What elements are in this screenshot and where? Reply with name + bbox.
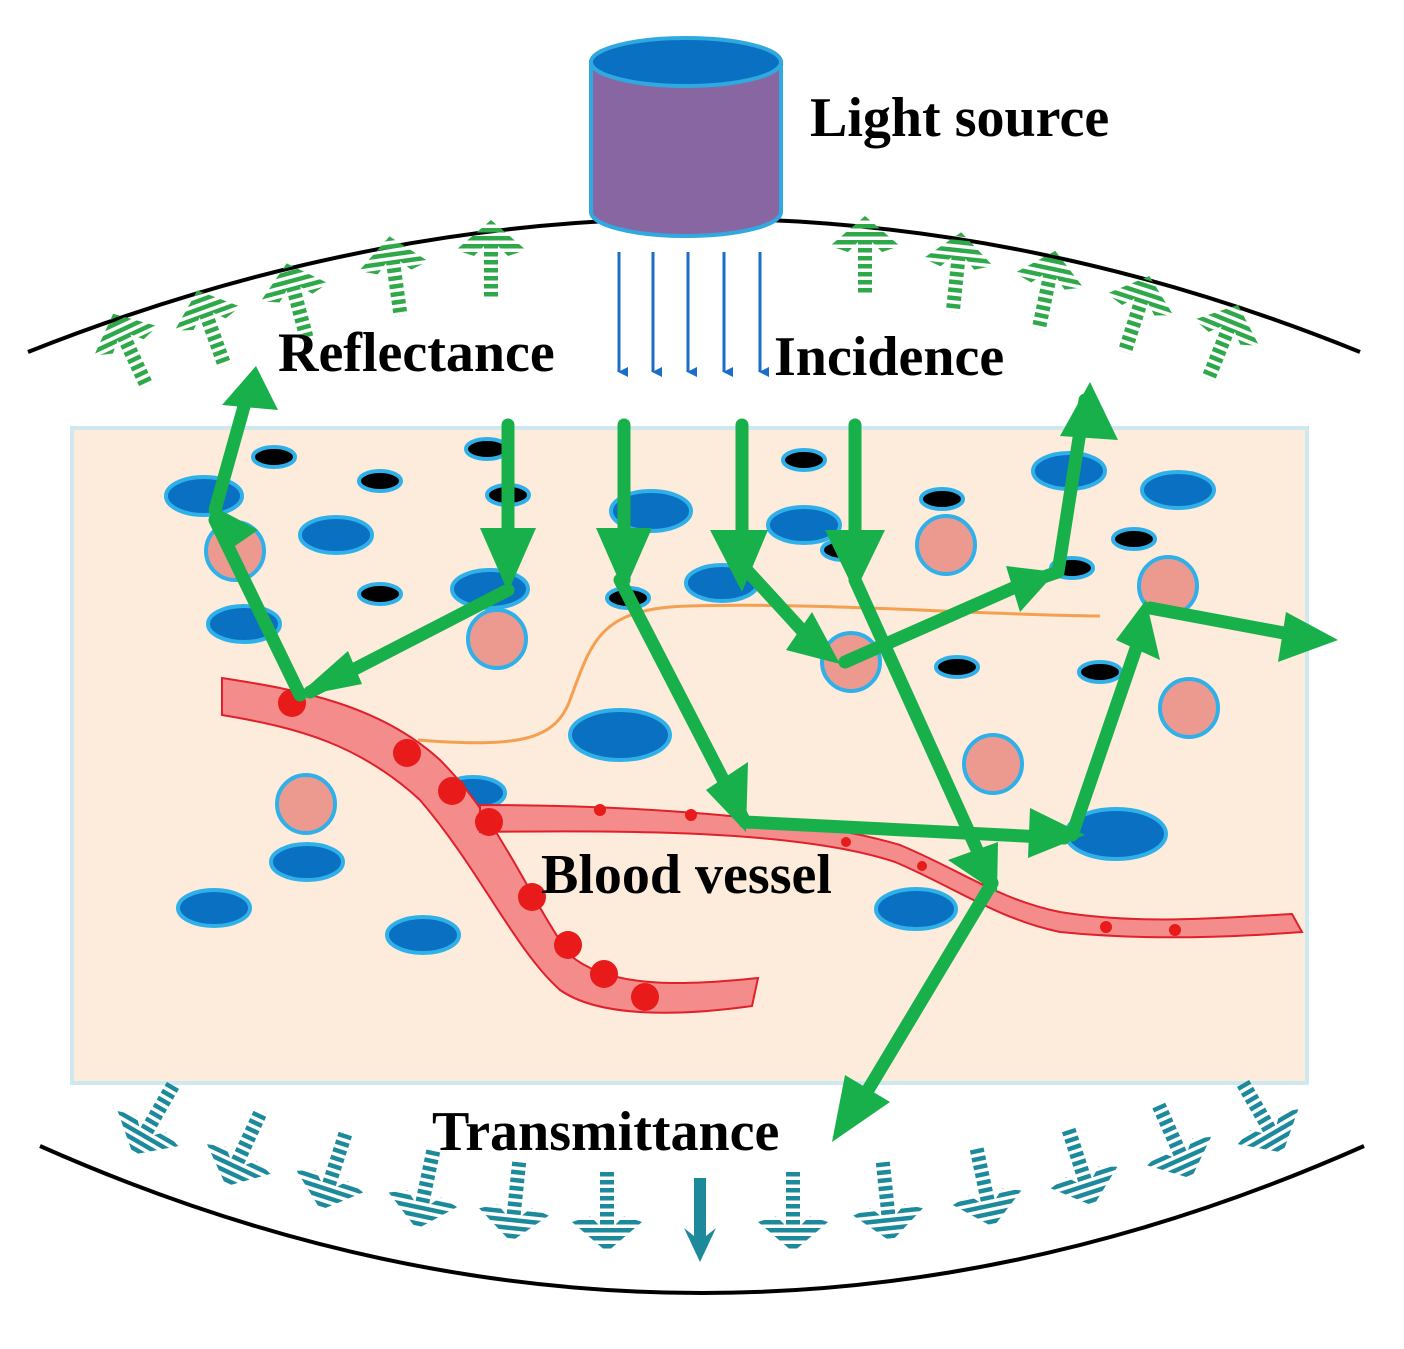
reflect-arrow-icon [164, 278, 258, 378]
blood-vessel-main [221, 676, 760, 1014]
transmit-arrow-solid-icon [684, 1178, 716, 1262]
transmit-arrow-icon [942, 1141, 1028, 1235]
light-source [589, 36, 783, 238]
arrowhead-icon [1006, 566, 1056, 612]
blood-vessel-label: Blood vessel [541, 844, 832, 906]
arrowhead-icon [948, 842, 998, 893]
arrowhead-icon [786, 612, 840, 664]
transmit-arrow-icon [848, 1158, 926, 1246]
transmit-arrow-icon [476, 1158, 554, 1246]
transmit-arrow-icon [1126, 1091, 1224, 1193]
reflect-arrow-icon [354, 231, 436, 321]
reflected-light-arrows [81, 216, 1271, 402]
incidence-label: Incidence [774, 326, 1004, 388]
transmit-arrow-icon [1035, 1119, 1127, 1217]
incident-rays [617, 252, 769, 377]
transmittance-label: Transmittance [432, 1101, 779, 1163]
transmit-arrow-icon [572, 1172, 642, 1252]
arrowhead-icon [1278, 612, 1338, 662]
reflect-arrow-icon [1175, 291, 1271, 393]
arrowhead-icon [825, 530, 885, 592]
transmit-arrow-icon [287, 1123, 379, 1221]
blood-vessel-branch [479, 803, 1304, 939]
reflectance-label: Reflectance [278, 322, 555, 384]
upper-skin-boundary [27, 216, 1361, 354]
reflect-arrow-icon [1091, 265, 1183, 363]
arrowhead-icon [832, 1075, 890, 1142]
transmitted-light-arrows [102, 1065, 1314, 1262]
arrowhead-icon [1060, 382, 1118, 440]
cells-pink [204, 514, 1220, 835]
transmit-arrow-icon [758, 1172, 828, 1252]
arrowhead-icon [1028, 808, 1085, 858]
lower-skin-boundary [39, 1144, 1365, 1295]
arrowhead-icon [213, 506, 258, 548]
arrowhead-icon [596, 528, 652, 592]
transmit-arrow-icon [194, 1098, 292, 1202]
arrowhead-icon [706, 762, 748, 832]
arrowhead-icon [480, 528, 536, 592]
reflect-arrow-icon [1004, 243, 1090, 337]
blood-vessels [221, 676, 1304, 1014]
light-path-heads [213, 366, 1338, 1142]
arrowhead-icon [710, 530, 768, 592]
arrowhead-icon [222, 366, 278, 410]
arrowhead-icon [296, 651, 362, 697]
light-source-label: Light source [810, 87, 1109, 149]
blood-cells [278, 689, 1181, 1011]
reflect-arrow-icon [456, 220, 526, 300]
arrowhead-icon [1116, 600, 1160, 660]
